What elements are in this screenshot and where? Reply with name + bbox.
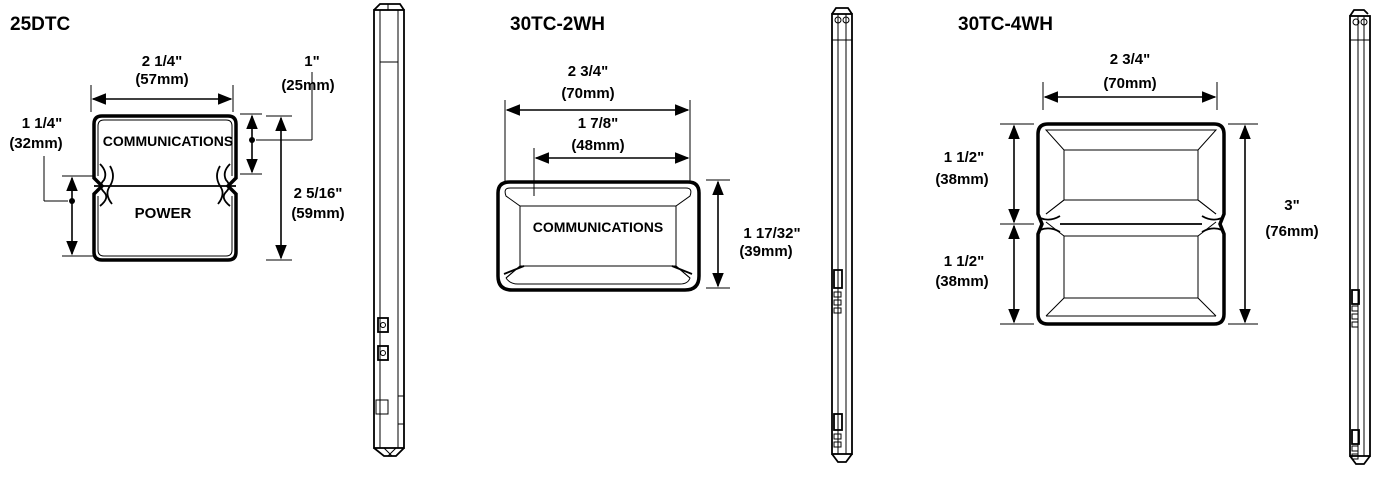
left-dimension-inches: 1 1/4" — [22, 115, 62, 132]
upper-dimension-inches: 1 1/2" — [944, 149, 984, 166]
width-inches: 2 3/4" — [1110, 51, 1150, 68]
raceway-profile — [1036, 122, 1226, 326]
raceway-profile — [92, 114, 238, 262]
height-mm: (39mm) — [739, 243, 792, 260]
left-dimension-mm: (32mm) — [9, 135, 62, 152]
raceway-profile — [496, 180, 701, 292]
model-title: 30TC-4WH — [958, 14, 1053, 35]
lower-dimension-mm: (38mm) — [935, 273, 988, 290]
inner-width-inches: 1 7/8" — [578, 115, 618, 132]
width-mm: (70mm) — [561, 85, 614, 102]
channel-label: COMMUNICATIONS — [533, 219, 663, 235]
height-mm: (76mm) — [1265, 223, 1318, 240]
upper-dimension-mm: (38mm) — [935, 171, 988, 188]
product-30tc-2wh: 30TC-2WH 2 3/4" (70mm) 1 7/8" (48mm) COM… — [496, 7, 853, 463]
model-title: 25DTC — [10, 14, 70, 35]
width-inches: 2 1/4" — [142, 53, 182, 70]
tower-30tc-4wh — [1349, 9, 1371, 465]
lower-channel-label: POWER — [135, 205, 192, 222]
top-dimension-mm: (25mm) — [281, 77, 334, 94]
height-inches: 1 17/32" — [743, 225, 800, 242]
product-25dtc: 25DTC 2 1/4" (57mm) COMMUNICATIONS POWER… — [9, 3, 405, 457]
width-inches: 2 3/4" — [568, 63, 608, 80]
top-dimension-inches: 1" — [304, 53, 319, 70]
inner-width-mm: (48mm) — [571, 137, 624, 154]
upper-channel-label: COMMUNICATIONS — [103, 133, 233, 149]
lower-dimension-inches: 1 1/2" — [944, 253, 984, 270]
tower-30tc-2wh — [831, 7, 853, 463]
product-30tc-4wh: 30TC-4WH 2 3/4" (70mm) 1 1/2" (38mm) 1 1… — [935, 9, 1371, 465]
height-mm: (59mm) — [291, 205, 344, 222]
height-inches: 3" — [1284, 197, 1299, 214]
width-mm: (57mm) — [135, 71, 188, 88]
height-inches: 2 5/16" — [294, 185, 343, 202]
tower-25dtc — [373, 3, 405, 457]
model-title: 30TC-2WH — [510, 14, 605, 35]
width-mm: (70mm) — [1103, 75, 1156, 92]
